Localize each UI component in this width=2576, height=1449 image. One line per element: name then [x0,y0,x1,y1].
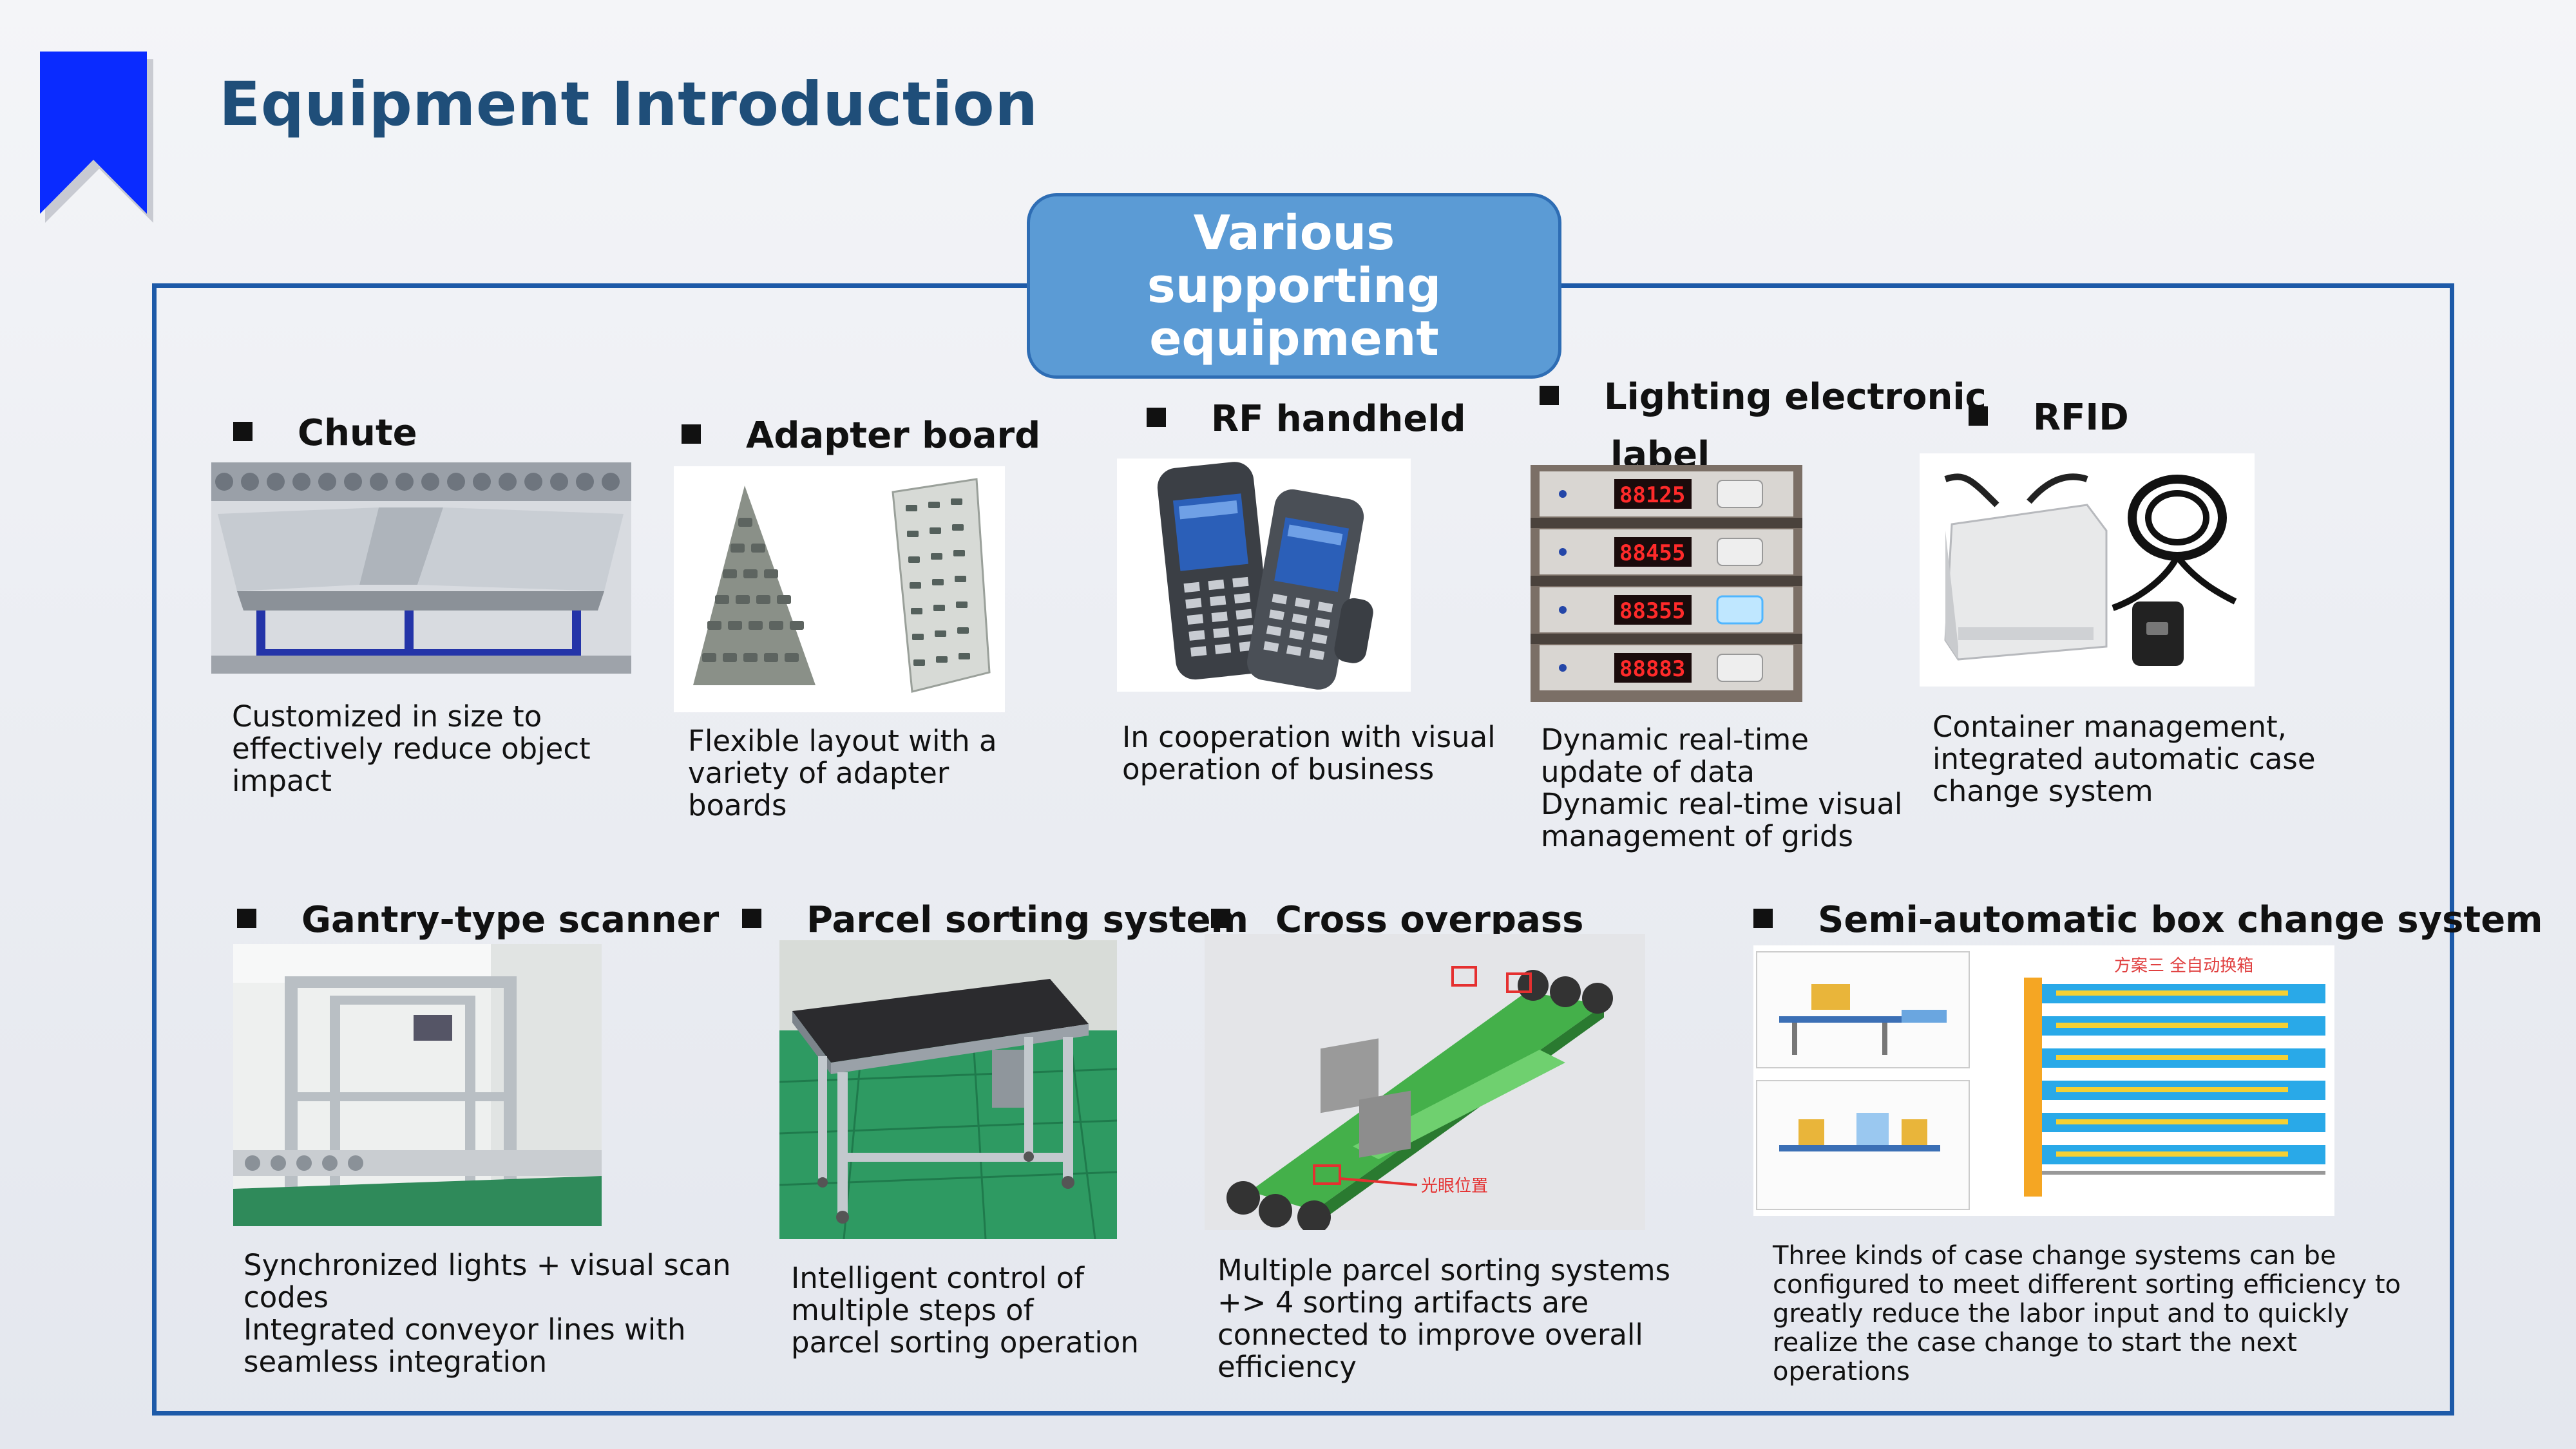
description-chute: Customized in size to effectively reduce… [232,699,591,798]
description-lighting-label: Dynamic real-time update of data Dynamic… [1541,723,1903,853]
bullet-icon [1753,908,1773,928]
heading-parcel-sorting: Parcel sorting system [742,891,1248,949]
heading-box-change: Semi-automatic box change system [1753,891,2543,949]
adapter-board-image [674,466,1005,712]
slide-title: Equipment Introduction [219,70,1038,140]
callout-title: Various supporting equipment [1027,193,1561,379]
callout-text: Various supporting equipment [1147,205,1442,366]
bullet-icon [1969,406,1988,426]
bullet-icon [233,421,253,441]
box-change-image: 方案三 全自动换箱 [1753,945,2334,1216]
heading-rf-handheld: RF handheld [1147,390,1466,448]
display-value: 88125 [1619,482,1685,508]
bullet-icon [1147,407,1166,427]
heading-lighting-label: Lighting electronic [1540,368,1987,426]
bullet-icon [1540,385,1559,405]
cross-overpass-image: 光眼位置 [1205,934,1645,1230]
bullet-icon [682,424,701,444]
description-cross-overpass: Multiple parcel sorting systems +> 4 sor… [1217,1253,1671,1384]
bullet-icon [1211,908,1230,928]
gantry-scanner-image [233,944,602,1226]
description-adapter-board: Flexible layout with a variety of adapte… [688,724,997,822]
bookmark-ribbon-icon [37,49,153,223]
description-rf-handheld: In cooperation with visual operation of … [1122,720,1496,786]
display-value: 88355 [1619,598,1685,624]
heading-rfid: RFID [1969,389,2129,447]
description-box-change: Three kinds of case change systems can b… [1773,1241,2401,1387]
bullet-icon [742,908,761,928]
display-value: 88455 [1619,540,1685,566]
parcel-sorting-image [779,940,1117,1239]
bullet-icon [237,908,256,928]
chute-image [211,462,631,674]
description-rfid: Container management, integrated automat… [1932,710,2316,808]
rf-handheld-image [1117,459,1411,692]
image-label: 光眼位置 [1421,1177,1488,1196]
description-parcel-sorting: Intelligent control of multiple steps of… [791,1261,1139,1359]
heading-chute: Chute [233,404,417,462]
display-value: 88883 [1619,656,1685,682]
lighting-label-image: 88125 88455 88355 88883 [1531,465,1802,702]
heading-gantry-scanner: Gantry-type scanner [237,891,719,949]
description-gantry-scanner: Synchronized lights + visual scan codes … [243,1248,731,1379]
heading-adapter-board: Adapter board [682,407,1040,465]
image-label: 方案三 全自动换箱 [2114,956,2253,976]
rfid-image [1920,453,2255,687]
